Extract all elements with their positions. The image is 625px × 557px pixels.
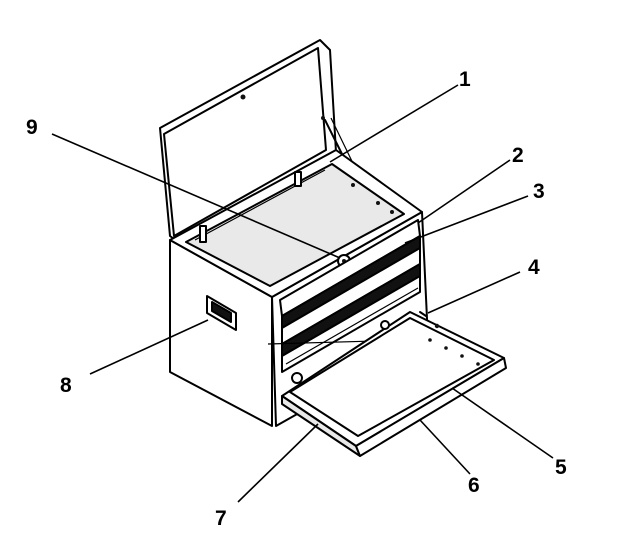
callout-8: 8	[60, 374, 72, 397]
callout-4: 4	[528, 256, 540, 279]
callout-7: 7	[215, 507, 227, 530]
callout-9: 9	[26, 116, 38, 139]
callout-3: 3	[533, 180, 545, 203]
callout-5: 5	[555, 456, 567, 479]
chest-top-opening	[169, 149, 423, 298]
leader-lines	[51, 84, 554, 503]
lid	[159, 39, 337, 243]
callout-1: 1	[459, 68, 471, 91]
callout-2: 2	[512, 144, 524, 167]
closed-drawers	[279, 219, 421, 373]
callout-6: 6	[468, 474, 480, 497]
open-drawer	[281, 311, 507, 457]
callout-labels: 1 2 3 4 5 6 7 8 9	[26, 68, 567, 530]
side-handle	[206, 295, 237, 331]
